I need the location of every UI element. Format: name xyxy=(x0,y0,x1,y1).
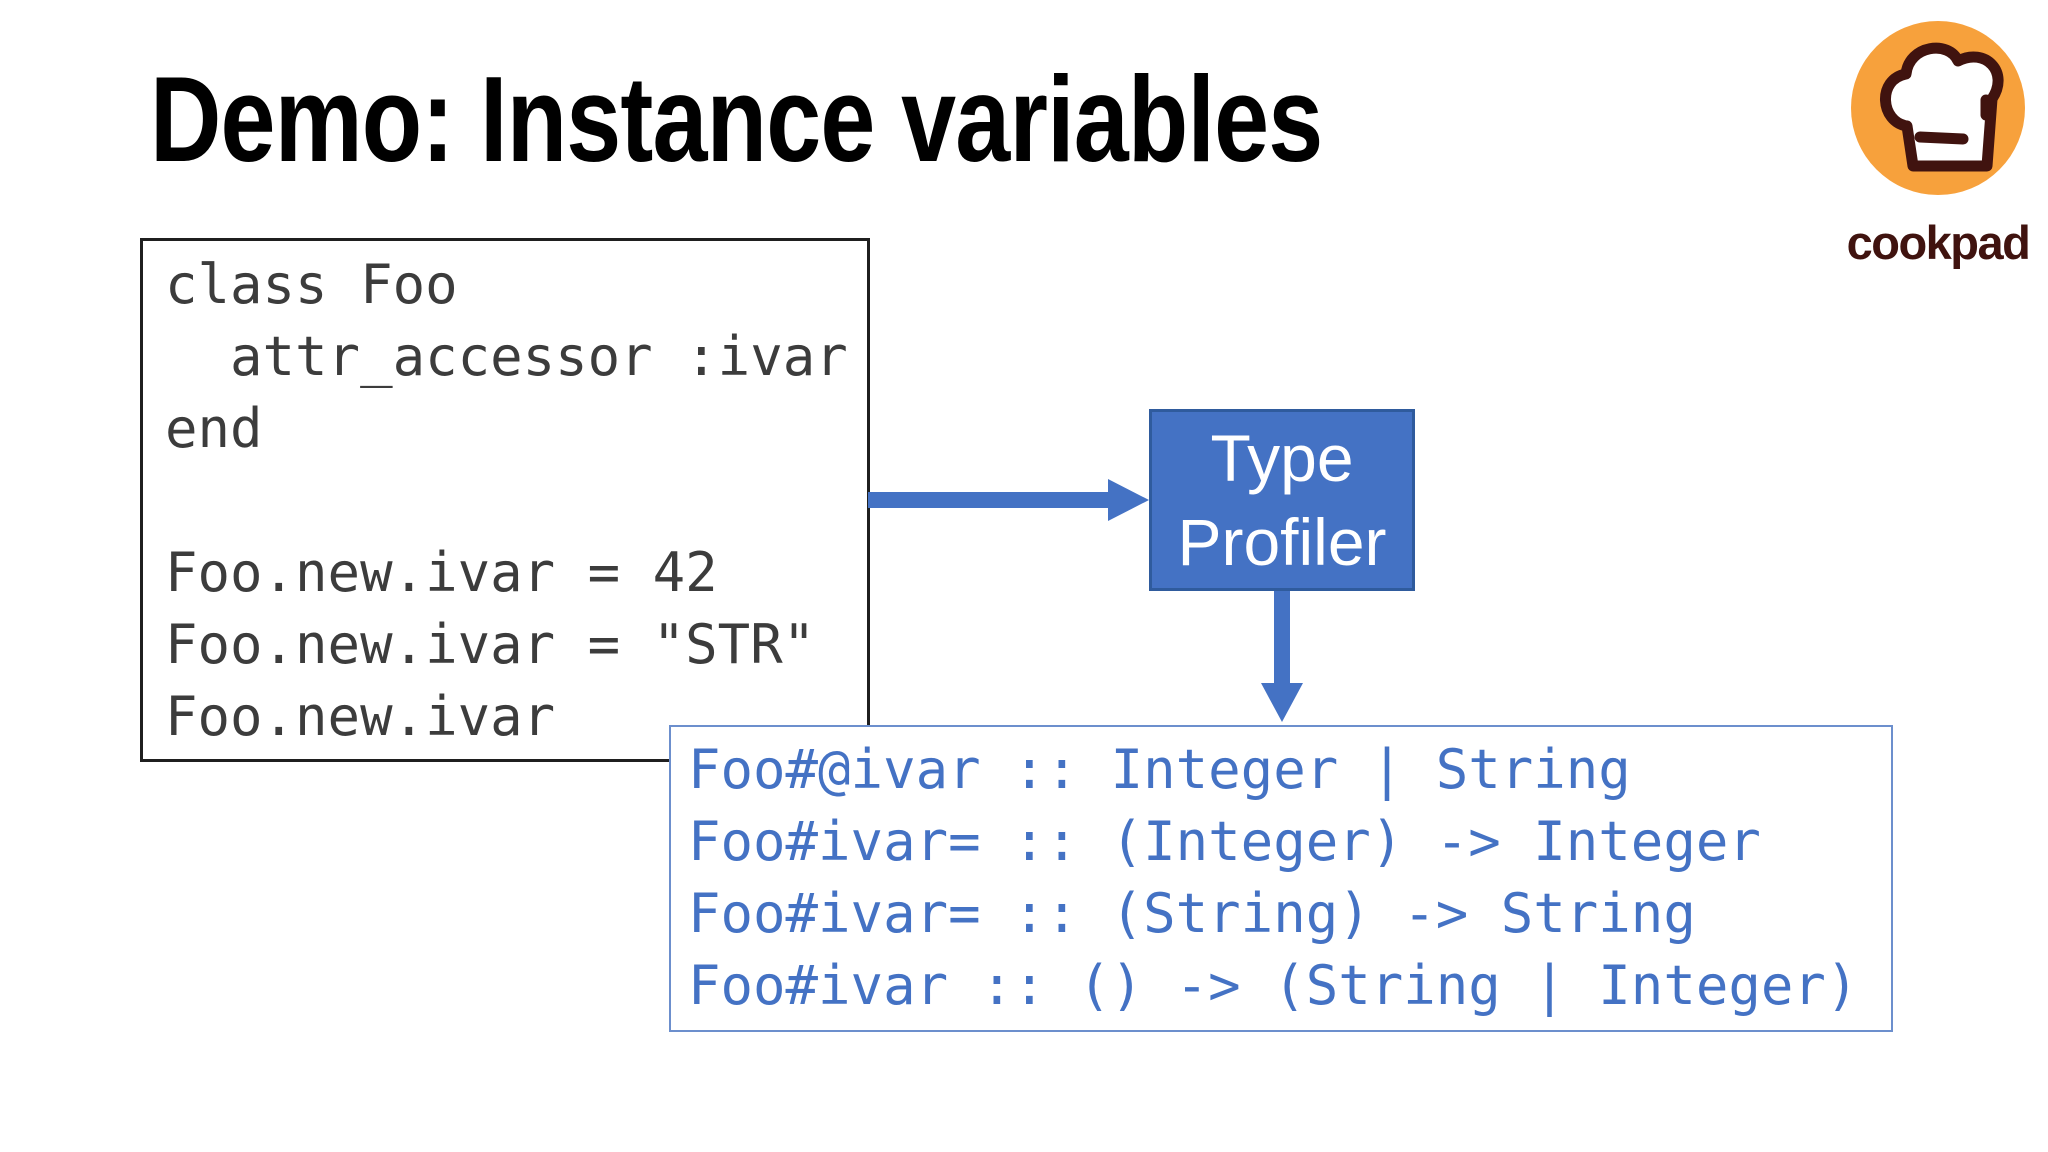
type-profiler-label: Type Profiler xyxy=(1177,421,1387,579)
arrow-down-icon xyxy=(1261,591,1303,722)
type-profiler-box: Type Profiler xyxy=(1149,409,1415,591)
cookpad-logo: cookpad xyxy=(1836,18,2040,269)
type-output-box: Foo#@ivar :: Integer | String Foo#ivar= … xyxy=(669,725,1893,1032)
page-title: Demo: Instance variables xyxy=(150,51,1323,187)
arrow-right-icon xyxy=(868,479,1149,521)
chef-hat-icon xyxy=(1851,21,2025,195)
source-code-box: class Foo attr_accessor :ivar end Foo.ne… xyxy=(140,238,870,762)
cookpad-wordmark: cookpad xyxy=(1846,216,2031,269)
